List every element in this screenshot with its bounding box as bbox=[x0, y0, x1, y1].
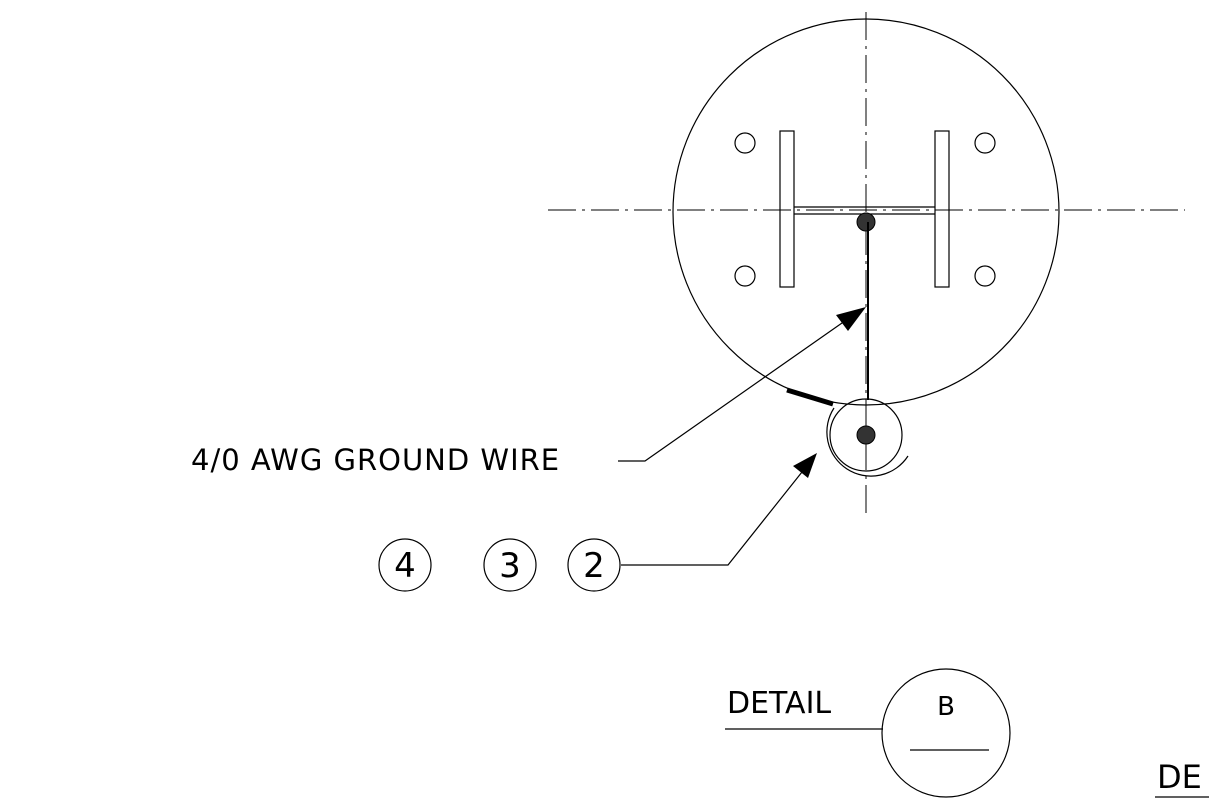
ground-wire-leader-arrowhead bbox=[836, 307, 866, 331]
ground-connection-dot-beam bbox=[856, 212, 876, 232]
sleeve-band bbox=[786, 387, 834, 407]
balloon-number: 3 bbox=[499, 546, 521, 586]
anchor-bolt-hole-bottom-right bbox=[974, 265, 996, 287]
detail-bubble bbox=[881, 668, 1011, 798]
anchor-bolt-hole-top-left bbox=[734, 132, 756, 154]
item-balloon-3: 3 bbox=[483, 538, 537, 592]
balloon-leader-arrowhead bbox=[793, 453, 817, 478]
detail-letter: B bbox=[937, 692, 955, 722]
detail-title: DETAIL bbox=[727, 686, 831, 721]
balloon-number: 2 bbox=[583, 546, 605, 586]
ground-rod-dot bbox=[856, 425, 876, 445]
ground-rod-ring bbox=[829, 398, 903, 472]
h-beam-section bbox=[779, 130, 950, 288]
ground-wire-leader bbox=[618, 315, 853, 462]
balloon-leader bbox=[621, 471, 803, 566]
ground-wire-label: 4/0 AWG GROUND WIRE bbox=[191, 443, 560, 477]
anchor-bolt-hole-bottom-left bbox=[734, 265, 756, 287]
h-beam-left-flange bbox=[779, 130, 795, 288]
balloon-number: 4 bbox=[394, 546, 416, 586]
detail-callout: DETAIL B bbox=[725, 668, 1011, 798]
ground-rod-sleeve-arc bbox=[826, 407, 909, 477]
item-balloon-2: 2 bbox=[567, 538, 621, 592]
anchor-bolt-hole-top-right bbox=[974, 132, 996, 154]
h-beam-right-flange bbox=[934, 130, 950, 288]
detail-title-cut: DE bbox=[1157, 758, 1202, 796]
item-balloon-4: 4 bbox=[378, 538, 432, 592]
